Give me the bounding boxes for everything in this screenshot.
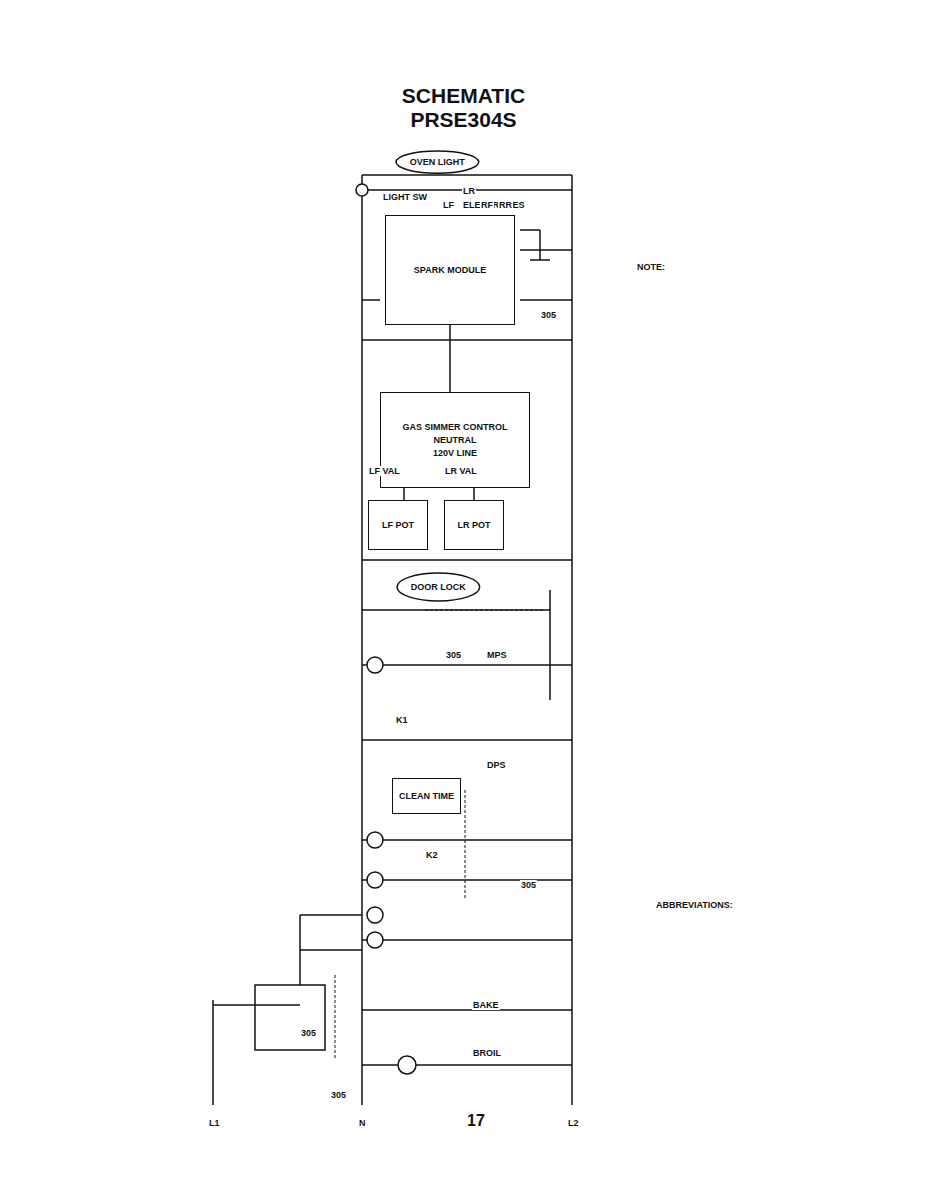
schematic-label: NOTE:	[636, 262, 666, 272]
schematic-label: N	[358, 1118, 367, 1128]
schematic-label: 17	[466, 1112, 486, 1130]
schematic-label: BROIL	[472, 1048, 502, 1058]
schematic-label: LR VAL	[444, 466, 478, 476]
component-box: LR POT	[444, 500, 504, 550]
component-label: CLEAN TIME	[397, 790, 456, 803]
component-label: LR POT	[456, 519, 493, 532]
component-symbol: DOOR LOCK	[396, 572, 481, 602]
schematic-label: LF VAL	[368, 466, 401, 476]
schematic-label: L1	[208, 1118, 221, 1128]
wire-connector	[449, 325, 451, 392]
schematic-label: K2	[425, 850, 439, 860]
schematic-label: RF	[480, 200, 494, 210]
component-label: 120V LINE	[431, 447, 479, 460]
component-box: CLEAN TIME	[392, 778, 461, 814]
wire-connector	[403, 488, 405, 500]
schematic-label: DPS	[486, 760, 507, 770]
schematic-label: RR	[498, 200, 513, 210]
component-label: LF POT	[380, 519, 416, 532]
schematic-label: MPS	[486, 650, 508, 660]
schematic-label: BAKE	[472, 1000, 500, 1010]
schematic-label: 305	[300, 1028, 317, 1038]
diagram-title: SCHEMATIC PRSE304S	[0, 84, 927, 132]
component-label: DOOR LOCK	[409, 581, 468, 594]
wire-connector	[473, 488, 475, 500]
schematic-label: 305	[445, 650, 462, 660]
component-label: GAS SIMMER CONTROL	[401, 421, 510, 434]
schematic-label: LF	[442, 200, 455, 210]
schematic-label: ABBREVIATIONS:	[655, 900, 734, 910]
component-label: NEUTRAL	[432, 434, 479, 447]
schematic-label: LR	[462, 186, 476, 196]
schematic-label: L2	[567, 1118, 580, 1128]
schematic-label: LIGHT SW	[382, 192, 428, 202]
component-label: SPARK MODULE	[412, 264, 488, 277]
schematic-label: 305	[330, 1090, 347, 1100]
schematic-label: K1	[395, 715, 409, 725]
component-box: LF POT	[368, 500, 428, 550]
title-text: SCHEMATIC PRSE304S	[369, 84, 559, 132]
schematic-label: 305	[520, 880, 537, 890]
schematic-label: 305	[540, 310, 557, 320]
component-box: SPARK MODULE	[385, 215, 515, 325]
component-label: OVEN LIGHT	[408, 156, 467, 169]
component-symbol: OVEN LIGHT	[395, 150, 480, 174]
